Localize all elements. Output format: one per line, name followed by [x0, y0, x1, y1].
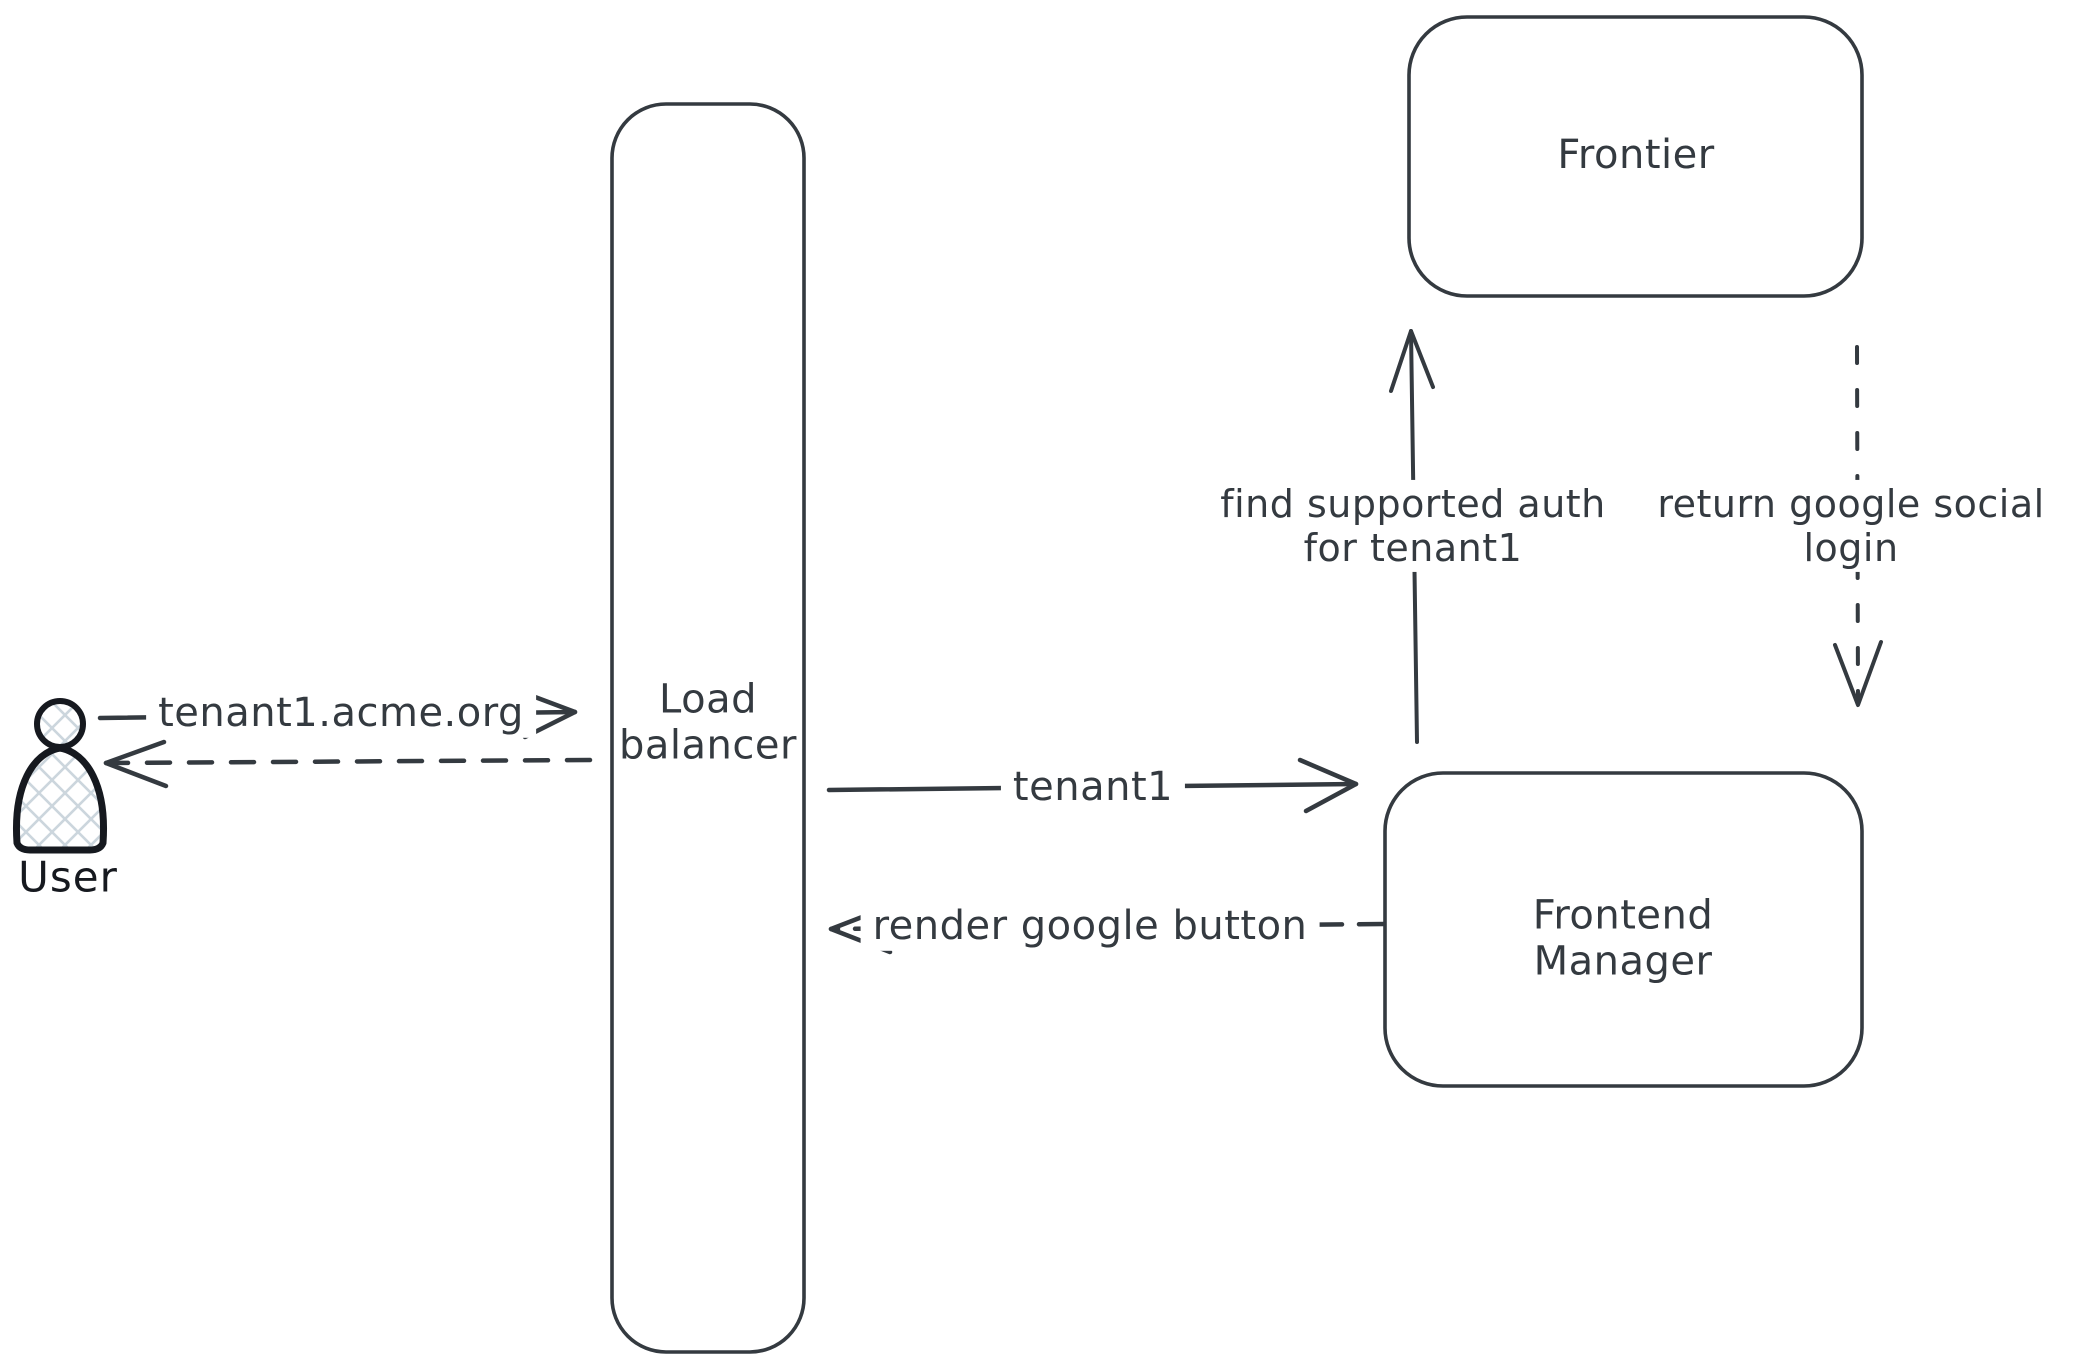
edge-user-to-lb-arrowhead — [516, 688, 578, 740]
edge-fm-to-frontier-arrowhead — [1389, 329, 1435, 393]
load-balancer-label-line2: balancer — [619, 723, 797, 769]
frontend-manager-label-line2: Manager — [1533, 939, 1713, 985]
message-return-google-social-login-line2: login — [1803, 526, 1899, 570]
node-frontier — [1407, 15, 1864, 298]
message-render-google-button: render google button — [860, 900, 1320, 952]
node-frontend-manager — [1383, 771, 1864, 1088]
message-return-google-social-login: return google social login — [1645, 479, 2057, 573]
edge-lb-to-user — [103, 739, 593, 789]
frontend-manager-label-line1: Frontend — [1532, 892, 1714, 939]
message-tenant1: tenant1 — [1000, 761, 1186, 813]
frontier-label: Frontier — [1557, 131, 1715, 178]
message-tenant1-acme-org: tenant1.acme.org — [146, 687, 536, 739]
edge-lb-to-user-arrowhead — [103, 739, 169, 789]
user-label: User — [18, 852, 118, 902]
edge-lb-to-fm-arrowhead — [1297, 757, 1359, 814]
load-balancer-label: Load balancer — [619, 677, 797, 770]
load-balancer-label-line1: Load — [659, 676, 757, 723]
message-find-supported-auth: find supported auth for tenant1 — [1208, 479, 1618, 573]
edge-frontier-to-fm-arrowhead — [1833, 640, 1883, 707]
message-find-supported-auth-line2: for tenant1 — [1303, 526, 1523, 570]
frontend-manager-label: Frontend Manager — [1533, 893, 1714, 986]
message-find-supported-auth-line1: find supported auth — [1220, 481, 1606, 526]
message-return-google-social-login-line1: return google social — [1657, 481, 2045, 526]
edge-lb-to-user-line — [103, 757, 593, 766]
node-load-balancer — [610, 102, 806, 1354]
user-actor-icon — [12, 698, 108, 854]
